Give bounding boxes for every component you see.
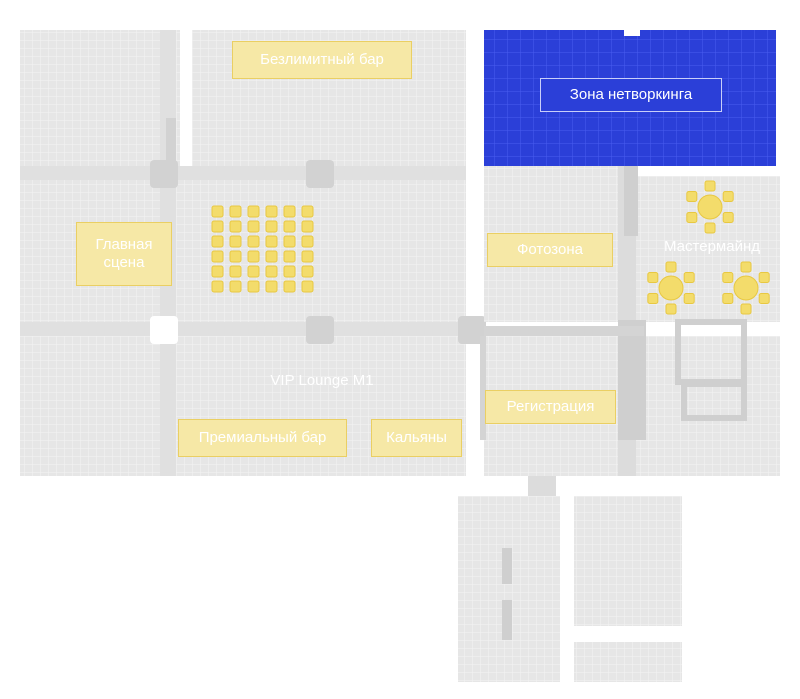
theater-seat [247,250,260,263]
round-table [697,194,723,220]
table-chair [704,180,716,192]
theater-seat [265,280,278,293]
theater-seat [247,280,260,293]
networking-zone-label[interactable]: Зона нетворкинга [540,78,722,112]
theater-seat [301,250,314,263]
table-chair [722,191,734,202]
mastermind-label[interactable]: Мастермайнд [664,238,760,255]
theater-seat [265,235,278,248]
theater-seat [265,220,278,233]
lower-wing-floor [458,476,682,682]
theater-seat [301,235,314,248]
theater-seat [265,205,278,218]
table-chair [722,293,734,304]
theater-seat [229,250,242,263]
table-chair [686,191,698,202]
theater-seat [211,205,224,218]
round-tables [647,180,770,315]
theater-seat [283,235,296,248]
main-stage-label[interactable]: Главная сцена [76,222,172,286]
columns [150,160,486,344]
theater-seat [247,205,260,218]
premium-bar-label[interactable]: Премиальный бар [178,419,347,457]
theater-seat [283,220,296,233]
theater-seat [229,265,242,278]
theater-seat [265,250,278,263]
table-chair [758,293,770,304]
theater-seat [247,265,260,278]
registration-label[interactable]: Регистрация [485,390,616,424]
table-chair [665,261,677,273]
theater-seat [247,220,260,233]
table-chair [647,293,659,304]
table-chair [683,272,695,283]
theater-seating [211,205,314,293]
theater-seat [229,280,242,293]
round-table [733,275,759,301]
vip-lounge-label[interactable]: VIP Lounge M1 [270,372,374,389]
theater-seat [265,265,278,278]
theater-seat [211,280,224,293]
table-chair [647,272,659,283]
table-chair [665,303,677,315]
table-chair [740,303,752,315]
theater-seat [211,220,224,233]
theater-seat [229,205,242,218]
table-chair [722,212,734,223]
theater-seat [283,205,296,218]
table-chair [683,293,695,304]
hookahs-label[interactable]: Кальяны [371,419,462,457]
theater-seat [283,265,296,278]
theater-seat [247,235,260,248]
theater-seat [211,265,224,278]
table-chair [722,272,734,283]
table-chair [758,272,770,283]
photo-zone-label[interactable]: Фотозона [487,233,613,267]
right-wing-floor [480,166,780,476]
theater-seat [301,280,314,293]
unlimited-bar-label[interactable]: Безлимитный бар [232,41,412,79]
table-chair [704,222,716,234]
round-table [658,275,684,301]
table-chair [686,212,698,223]
table-chair [740,261,752,273]
main-hall-floor [20,30,466,476]
theater-seat [301,205,314,218]
theater-seat [211,235,224,248]
theater-seat [301,220,314,233]
theater-seat [229,235,242,248]
theater-seat [283,280,296,293]
theater-seat [229,220,242,233]
theater-seat [301,265,314,278]
theater-seat [211,250,224,263]
theater-seat [283,250,296,263]
